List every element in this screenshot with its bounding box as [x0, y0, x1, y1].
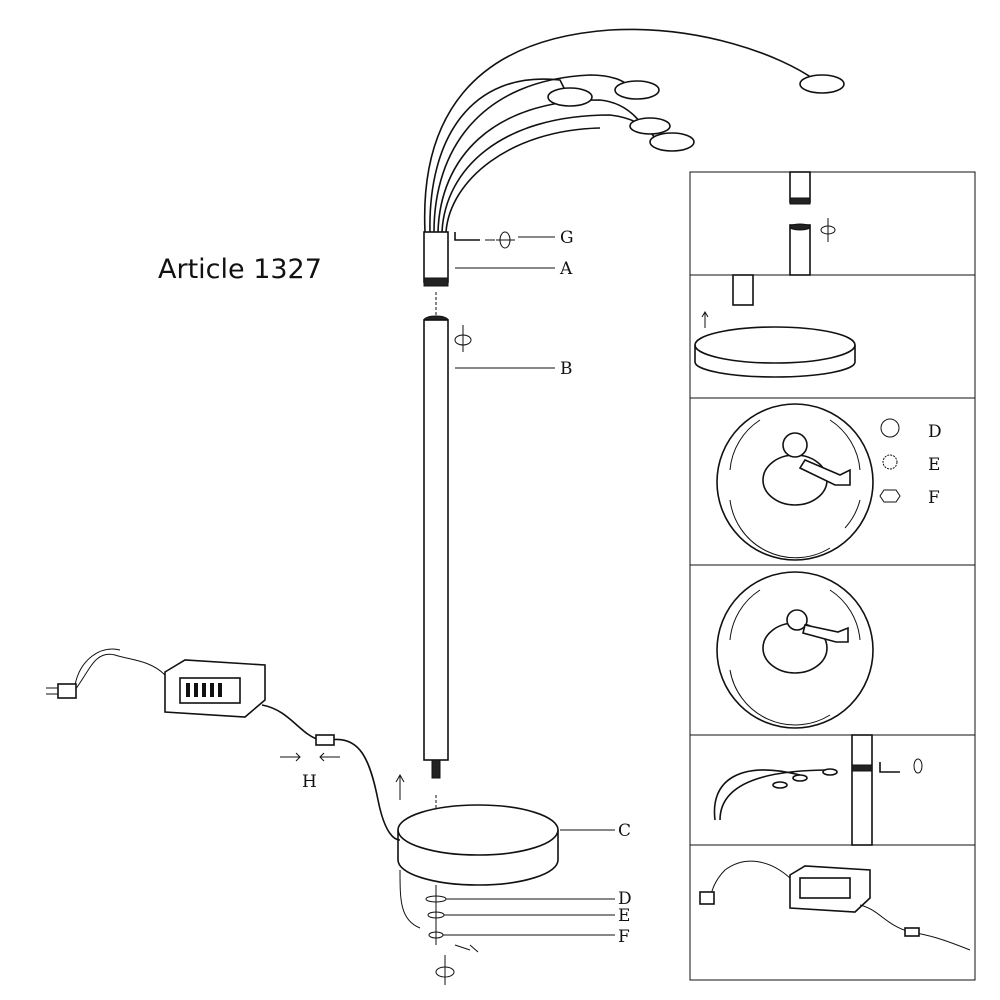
label-d: D [618, 889, 632, 909]
label-h: H [302, 772, 317, 792]
washer-d-icon [880, 418, 900, 438]
step-2-base-attach [694, 274, 856, 378]
article-title: Article 1327 [158, 254, 322, 285]
rotate-icon [454, 325, 472, 352]
step-4-tighten [716, 571, 874, 729]
step-5-arms [713, 734, 923, 846]
lamp-arms [423, 28, 845, 233]
led-driver [164, 659, 266, 718]
led-head [614, 80, 660, 100]
detail-label-f: F [928, 488, 940, 508]
power-cable [261, 704, 421, 929]
detail-panel [689, 171, 976, 981]
leader-lines [443, 236, 615, 936]
detail-label-d: D [928, 422, 942, 442]
label-a: A [559, 259, 573, 279]
part-b-pole [423, 292, 449, 779]
led-head [629, 117, 671, 135]
part-c-base [395, 773, 559, 886]
led-head [799, 74, 845, 94]
step-1-pole-join [789, 171, 836, 276]
label-c: C [618, 821, 631, 841]
connect-arrows [280, 752, 340, 762]
plug-cable [46, 648, 166, 699]
step-6-driver [699, 860, 971, 951]
washer-e-icon [882, 454, 898, 470]
step-3-base-underside [716, 403, 901, 561]
led-head [649, 132, 695, 152]
allen-key-icon [454, 231, 515, 249]
label-b: B [560, 359, 573, 379]
plug-icon [57, 683, 77, 699]
label-f: F [618, 927, 630, 947]
nut-f-icon [879, 489, 901, 503]
label-e: E [618, 906, 630, 926]
label-g: G [560, 228, 574, 248]
led-head [547, 87, 593, 107]
detail-label-e: E [928, 455, 940, 475]
part-a-connector [423, 231, 449, 287]
